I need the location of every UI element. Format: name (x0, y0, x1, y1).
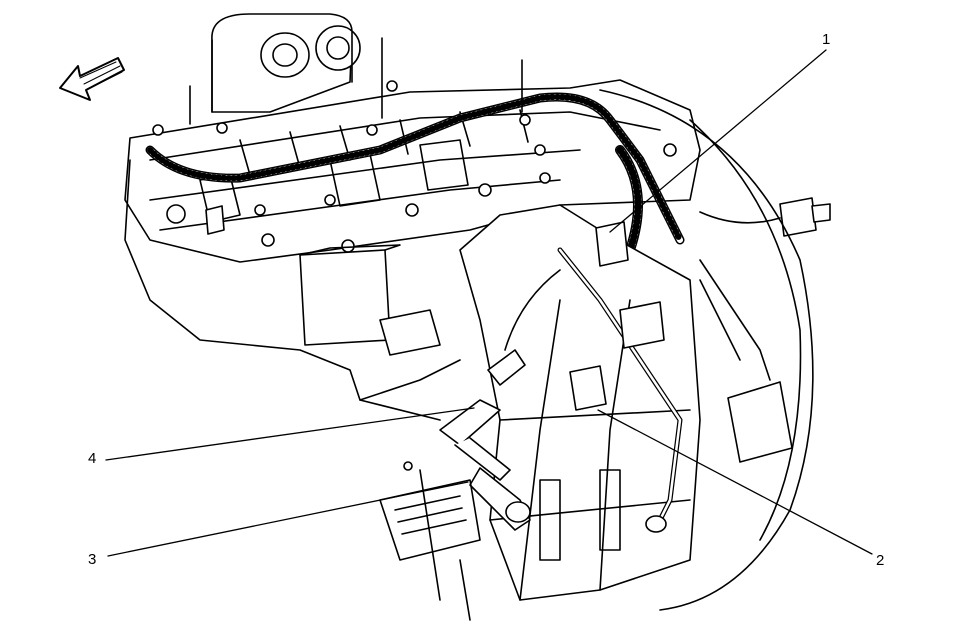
callout-2-label: 2 (876, 552, 885, 569)
valve-cover (124, 79, 701, 263)
sensor-and-hose (439, 269, 561, 531)
electrical-connector (699, 197, 831, 237)
callout-2-leader (597, 409, 873, 555)
engine-block (299, 204, 701, 601)
callout-3-leader (107, 481, 469, 557)
callout-1-label: 1 (822, 31, 831, 48)
harness-connectors (569, 221, 665, 411)
reference-ticks (189, 37, 523, 125)
intake-tubes (211, 13, 361, 113)
front-of-vehicle-arrow-icon (59, 57, 125, 101)
leader-lines (105, 49, 873, 557)
left-engine-details (124, 159, 481, 621)
flywheel-housing (599, 89, 814, 611)
callout-4-leader (105, 407, 475, 461)
callout-4-label: 4 (88, 450, 97, 467)
wiring-harness (145, 92, 685, 245)
pipe (557, 247, 683, 533)
head-bolts (152, 80, 677, 253)
callout-1-leader (609, 49, 827, 233)
callout-3-label: 3 (88, 551, 97, 568)
